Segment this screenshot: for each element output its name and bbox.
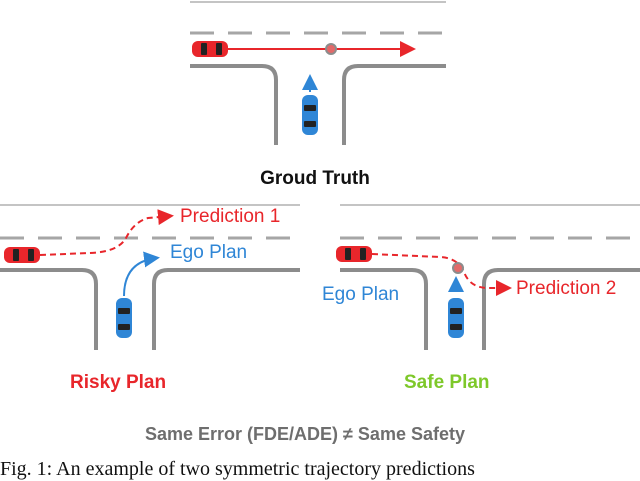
safe-plan-scene [336, 204, 640, 350]
gt-blue-car-icon [302, 95, 318, 135]
summary-statement: Same Error (FDE/ADE) ≠ Same Safety [145, 424, 465, 444]
left-red-car-icon [4, 247, 40, 263]
figure-caption: Fig. 1: An example of two symmetric traj… [0, 458, 475, 480]
safe-meeting-point [452, 262, 464, 274]
road-corner-right [342, 64, 446, 145]
gt-collision-point [325, 43, 337, 55]
ground-truth-title: Groud Truth [260, 168, 370, 189]
safe-plan-title: Safe Plan [404, 372, 490, 393]
gt-red-car-icon [192, 41, 228, 57]
risky-plan-scene [0, 204, 300, 350]
right-red-car-icon [336, 246, 372, 262]
risky-plan-title: Risky Plan [70, 372, 167, 393]
right-road-corner-right [482, 268, 640, 350]
left-blue-car-icon [116, 298, 132, 338]
prediction-2-label: Prediction 2 [516, 278, 617, 299]
ego-plan-right-label: Ego Plan [322, 284, 400, 305]
prediction-1-label: Prediction 1 [180, 206, 281, 227]
ego-plan-left-trajectory [123, 251, 160, 297]
right-road-corner-left [340, 268, 428, 350]
right-blue-car-icon [448, 298, 464, 338]
road-corner-left [190, 64, 278, 145]
prediction-2-trajectory [371, 253, 512, 296]
left-road-corner-right [152, 268, 300, 350]
ego-plan-left-label: Ego Plan [170, 242, 248, 263]
ground-truth-scene [190, 1, 446, 145]
left-road-corner-left [0, 268, 98, 350]
prediction-1-trajectory [39, 209, 174, 256]
